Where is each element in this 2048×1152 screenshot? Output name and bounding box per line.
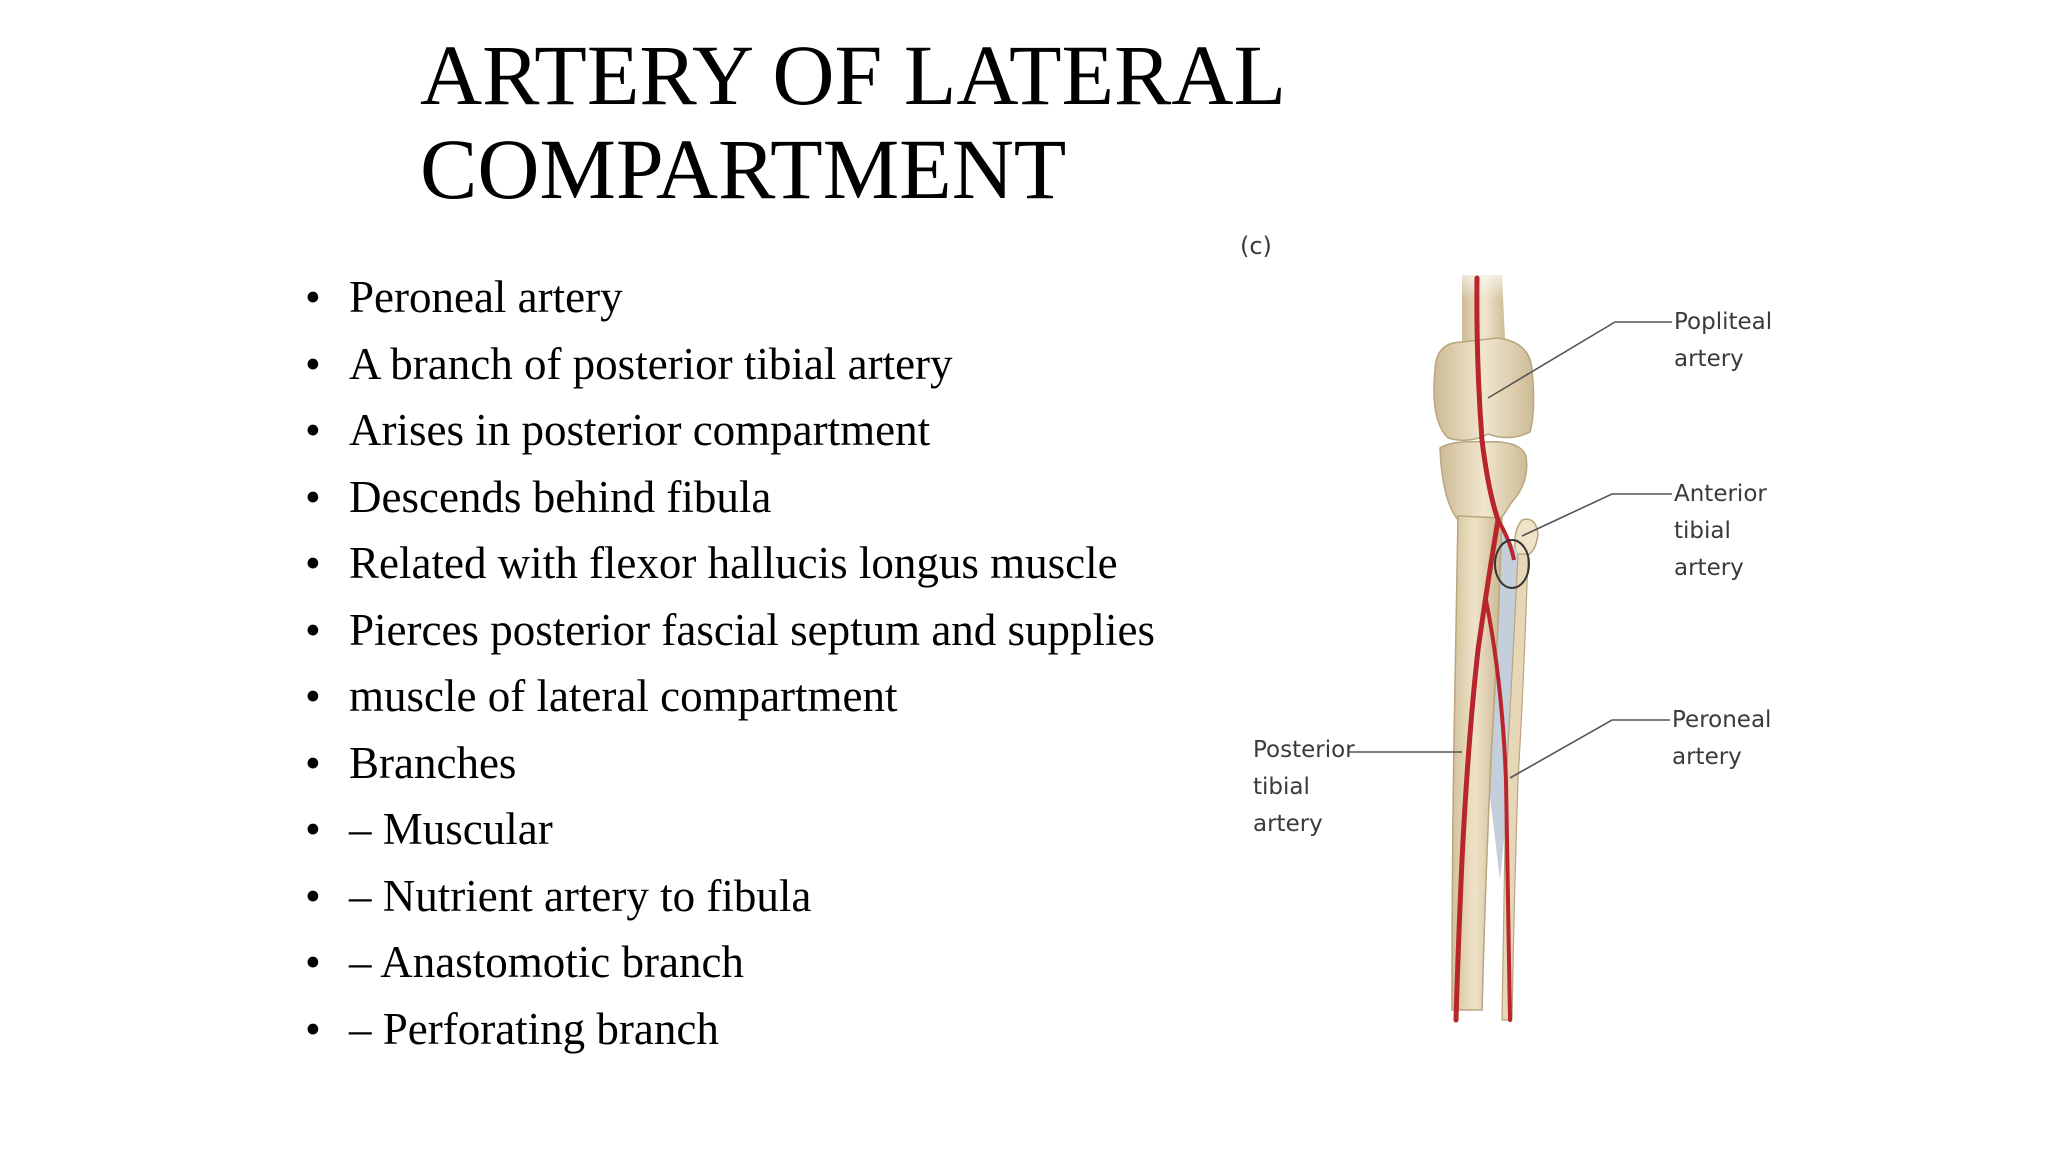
bullet-item: • Peroneal artery — [305, 264, 1225, 331]
bullet-marker: • — [305, 870, 321, 921]
popliteal-artery — [1474, 275, 1501, 523]
bullet-text: Descends behind fibula — [349, 471, 772, 522]
bullet-text: – Perforating branch — [349, 1003, 719, 1054]
bullet-item: • – Perforating branch — [305, 996, 1225, 1063]
bullet-marker: • — [305, 405, 321, 455]
peroneal-artery-label: Peroneal artery — [1672, 707, 1772, 770]
bullet-marker: • — [305, 538, 321, 588]
bullet-text: – Anastomotic branch — [349, 937, 744, 987]
popliteal-leader-line — [1487, 321, 1672, 399]
bullet-text: – Nutrient artery to fibula — [349, 870, 812, 921]
bullet-item: • A branch of posterior tibial artery — [305, 331, 1225, 398]
anterior-tibial-leader-line — [1521, 493, 1672, 537]
popliteal-artery-label: Popliteal artery — [1674, 309, 1773, 372]
bullet-list: • Peroneal artery • A branch of posterior … — [305, 264, 1225, 1062]
bullet-item: • – Anastomotic branch — [305, 929, 1225, 996]
slide-title-line-1: ARTERY OF LATERAL — [420, 27, 1287, 123]
bullet-item: • Related with flexor hallucis longus mus… — [305, 530, 1225, 597]
tibia-head — [1439, 440, 1528, 521]
bullet-marker: • — [305, 604, 321, 655]
posterior-tibial-artery-label: Posterior tibial artery — [1253, 737, 1355, 837]
bullet-text: muscle of lateral compartment — [349, 671, 898, 721]
bullet-marker: • — [305, 338, 321, 389]
bullet-marker: • — [305, 471, 321, 522]
bullet-text: Peroneal artery — [349, 272, 623, 322]
bullet-marker: • — [305, 1003, 321, 1054]
bullet-text: Pierces posterior fascial septum and sup… — [349, 604, 1156, 655]
fibula-head — [1514, 518, 1539, 557]
anatomy-figure: (c) Popliteal artery Anterior tibial art… — [1230, 220, 1850, 1060]
slide-title-line-2: COMPARTMENT — [420, 121, 1067, 217]
slide-title: ARTERY OF LATERAL COMPARTMENT — [420, 28, 1420, 216]
bullet-item: • Branches — [305, 730, 1225, 797]
bullet-text: Branches — [349, 737, 517, 788]
peroneal-artery — [1484, 598, 1512, 1022]
bullet-item: • Arises in posterior compartment — [305, 397, 1225, 464]
leg-artery-illustration — [1348, 260, 1672, 1023]
origin-highlight-circle — [1494, 539, 1530, 589]
bullet-text: A branch of posterior tibial artery — [349, 338, 953, 389]
bullet-marker: • — [305, 671, 321, 721]
bullet-marker: • — [305, 804, 321, 854]
bullet-item: • Descends behind fibula — [305, 464, 1225, 531]
bullet-item: • Pierces posterior fascial septum and su… — [305, 597, 1225, 664]
tibia-shaft — [1451, 515, 1503, 1011]
bullet-marker: • — [305, 272, 321, 322]
figure-panel-label: (c) — [1240, 232, 1272, 260]
bullet-text: Related with flexor hallucis longus musc… — [349, 538, 1118, 588]
bullet-marker: • — [305, 937, 321, 987]
bullet-item: • – Nutrient artery to fibula — [305, 863, 1225, 930]
bullet-text: – Muscular — [349, 804, 553, 854]
posterior-tibial-artery — [1453, 517, 1501, 1023]
anterior-tibial-artery-label: Anterior tibial artery — [1674, 481, 1767, 581]
peroneal-leader-line — [1509, 719, 1670, 779]
bullet-item: • muscle of lateral compartment — [305, 663, 1225, 730]
bullet-text: Arises in posterior compartment — [349, 405, 931, 455]
bullet-marker: • — [305, 737, 321, 788]
femur-condyles — [1433, 337, 1535, 441]
bullet-item: • – Muscular — [305, 796, 1225, 863]
